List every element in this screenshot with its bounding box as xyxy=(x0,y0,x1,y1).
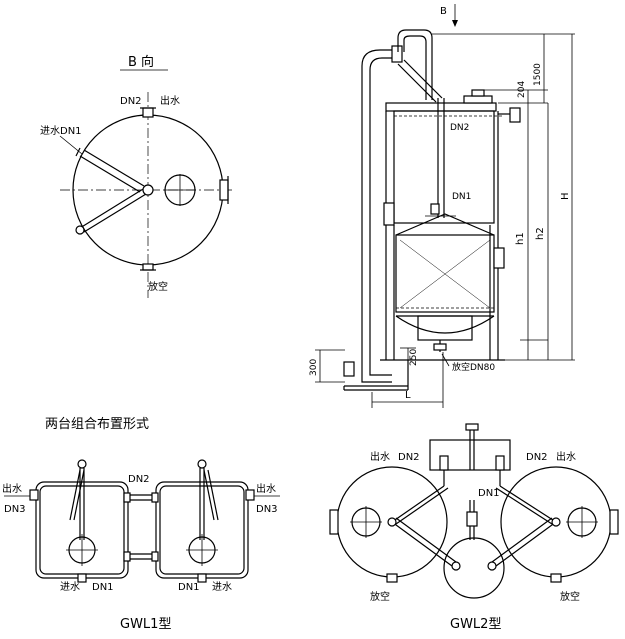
dim-1500-label: 1500 xyxy=(533,63,543,86)
plan-dn2-label: DN2 xyxy=(120,96,142,107)
view-b-title: B 向 xyxy=(128,54,154,70)
dim-250-label: 250 xyxy=(409,349,419,366)
dim-h1-label: h1 xyxy=(515,232,526,245)
gwl2-left-outlet-label: 出水 xyxy=(370,450,390,463)
gwl1-layout: DN2 出水 DN3 出水 DN3 进水 DN1 DN1 进水 GWL1型 xyxy=(2,459,280,632)
plan-view-b: B 向 DN2 出水 放空 进水DN1 xyxy=(40,54,232,298)
gwl2-right-outlet-label: 出水 xyxy=(556,450,576,463)
dim-204-label: 204 xyxy=(517,81,527,98)
plan-inlet-dn1-label: 进水DN1 xyxy=(40,125,82,137)
gwl1-dn2-label: DN2 xyxy=(128,474,150,485)
section-title: 两台组合布置形式 xyxy=(45,417,149,432)
gwl2-layout: 出水 DN2 放空 DN2 出水 放空 DN1 GWL2型 xyxy=(329,423,619,632)
gwl1-right-dn3-label: DN3 xyxy=(256,504,278,515)
elev-dn1-label: DN1 xyxy=(452,192,471,202)
gwl2-left-dn2-label: DN2 xyxy=(398,452,420,463)
gwl2-title: GWL2型 xyxy=(450,617,501,632)
dim-h2-label: h2 xyxy=(535,227,546,240)
gwl2-dn1-label: DN1 xyxy=(478,488,500,499)
dim-300-label: 300 xyxy=(309,359,319,376)
gwl1-left-dn3-label: DN3 xyxy=(4,504,26,515)
gwl1-dn1-label-1: DN1 xyxy=(92,582,114,593)
gwl1-dn1-label-2: DN1 xyxy=(178,582,200,593)
gwl1-title: GWL1型 xyxy=(120,617,171,632)
gwl2-right-drain-label: 放空 xyxy=(560,590,580,603)
elevation-view: B DN xyxy=(309,4,575,408)
gwl2-right-dn2-label: DN2 xyxy=(526,452,548,463)
b-arrow-label: B xyxy=(440,6,447,17)
dim-H-label: H xyxy=(560,192,571,200)
gwl1-inlet-label-1: 进水 xyxy=(60,581,80,593)
gwl1-inlet-label-2: 进水 xyxy=(212,581,232,593)
dim-L-label: L xyxy=(405,390,411,401)
elev-dn2-label: DN2 xyxy=(450,123,469,133)
plan-outlet-label: 出水 xyxy=(160,94,180,107)
gwl1-right-outlet-label: 出水 xyxy=(256,482,276,495)
plan-drain-label: 放空 xyxy=(148,280,168,293)
elev-drain-dn80-label: 放空DN80 xyxy=(452,361,495,373)
gwl2-left-drain-label: 放空 xyxy=(370,590,390,603)
gwl1-left-outlet-label: 出水 xyxy=(2,482,22,495)
